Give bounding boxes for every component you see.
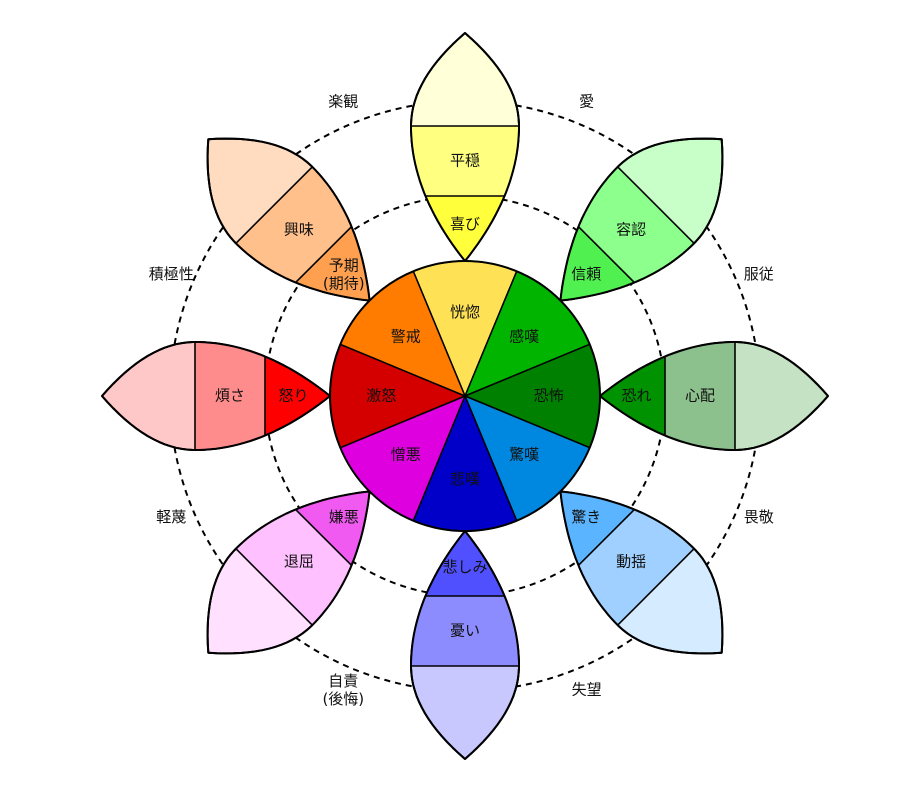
- petal-top-left-body-band: [295, 226, 370, 301]
- petal-bottom-right-outline: [559, 490, 724, 655]
- petal-left-body-band: [265, 356, 330, 436]
- label-outer-right: 心配: [685, 387, 715, 405]
- label-outer-bottom-right: 動揺: [616, 553, 646, 571]
- dyad-label-5: 軽蔑: [156, 508, 186, 526]
- petal-left-outline: [101, 341, 331, 451]
- label-inner-top-right: 感嘆: [509, 327, 539, 345]
- petal-bottom-left-body-band: [295, 491, 370, 566]
- label-middle-left: 怒り: [278, 387, 308, 405]
- petal-bottom-outline: [410, 530, 520, 760]
- label-inner-top: 恍惚: [450, 303, 480, 321]
- petal-top-outline: [410, 32, 520, 262]
- label-inner-bottom-left: 憎悪: [391, 446, 421, 464]
- label-middle-top-left: 予期(期待): [323, 256, 365, 292]
- band-boundaries: [101, 32, 829, 760]
- label-inner-bottom-right: 驚嘆: [509, 446, 539, 464]
- petal-bottom-right-body-band: [560, 491, 635, 566]
- label-outer-bottom: 憂い: [450, 622, 480, 640]
- dyad-label-7: 楽観: [328, 93, 358, 111]
- dyad-label-3: 失望: [572, 680, 602, 698]
- label-inner-left: 激怒: [366, 387, 396, 405]
- label-middle-bottom: 悲しみ: [442, 558, 487, 576]
- petal-right-outline: [599, 341, 829, 451]
- label-middle-top: 喜び: [450, 215, 480, 233]
- label-outer-left: 煩さ: [215, 387, 245, 405]
- dyad-label-6: 積極性: [149, 265, 194, 283]
- core-circle: [329, 260, 601, 532]
- petal-bottom-right-divider-1: [577, 508, 635, 566]
- petal-top-left-outline: [206, 137, 371, 302]
- petal-right-middle-band: [600, 342, 735, 450]
- petal-top-body-band: [425, 196, 505, 261]
- petal-left-middle-band: [195, 342, 330, 450]
- dyad-label-1: 服従: [744, 265, 774, 283]
- petal-right-body-band: [600, 356, 665, 436]
- petal-top-left-divider-1: [295, 226, 353, 284]
- petal-top-right-body-band: [560, 226, 635, 301]
- label-outer-top-right: 容認: [616, 220, 646, 238]
- petal-top-middle-band: [411, 126, 519, 261]
- dyad-label-4: 自責(後悔): [322, 671, 364, 707]
- petal-bottom-middle-band: [411, 531, 519, 666]
- petal-top-right-divider-2: [617, 166, 695, 244]
- petal-bottom-left-divider-2: [235, 548, 313, 626]
- label-inner-top-left: 警戒: [391, 327, 421, 345]
- label-outer-bottom-left: 退屈: [284, 553, 314, 571]
- label-inner-right: 恐怖: [534, 387, 564, 405]
- petal-top-right-divider-1: [577, 226, 635, 284]
- label-middle-top-right: 信頼: [571, 265, 601, 283]
- petal-top-left-divider-2: [235, 166, 313, 244]
- petal-top-right-outline: [559, 137, 724, 302]
- label-middle-bottom-right: 驚き: [571, 508, 601, 526]
- label-inner-bottom: 悲嘆: [450, 470, 480, 488]
- petal-bottom-right-divider-2: [617, 548, 695, 626]
- label-middle-bottom-left: 嫌悪: [329, 508, 359, 526]
- dyad-label-0: 愛: [579, 93, 594, 111]
- petal-bottom-left-outline: [206, 490, 371, 655]
- dyad-label-2: 畏敬: [744, 508, 774, 526]
- label-outer-top: 平穏: [450, 152, 480, 170]
- petal-bottom-body-band: [425, 531, 505, 596]
- label-outer-top-left: 興味: [284, 220, 314, 238]
- label-middle-right: 恐れ: [621, 387, 651, 405]
- petal-bottom-left-divider-1: [295, 508, 353, 566]
